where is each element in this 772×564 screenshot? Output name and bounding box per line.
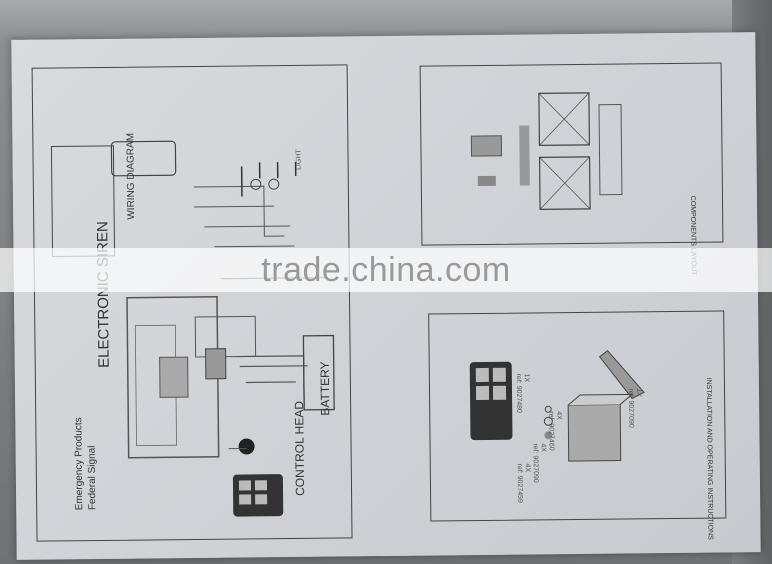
battery-shape: [302, 334, 335, 411]
speaker-shape: [238, 438, 255, 455]
part-1-ref: ref: 9027480: [514, 373, 523, 413]
brand-line-1: Emergency Products: [73, 417, 86, 511]
bracket-image: [598, 350, 645, 400]
wiring-diagram-label: WIRING DIAGRAM: [125, 132, 138, 220]
installation-drawing: [469, 350, 645, 462]
part-4-qty: 4X: [539, 443, 547, 452]
brand-line-2: Federal Signal: [86, 445, 99, 511]
battery-label: BATTERY: [317, 361, 333, 416]
siren-box-image: [567, 404, 622, 462]
installation-panel: INSTALLATION AND OPERATING INSTRUCTIONS …: [428, 310, 727, 540]
part-2-qty: 1X: [634, 388, 643, 397]
part-5-ref: ref: 9027459: [515, 463, 524, 503]
part-2-ref: ref: 9027090: [626, 388, 635, 428]
wiring-diagram-panel: Emergency Products Federal Signal ELECTR…: [31, 64, 353, 542]
wiring-drawing: [50, 140, 335, 517]
part-4-ref: ref: 9027090: [531, 443, 539, 483]
components-layout-panel: COMPONENTS LAYOUT: [419, 62, 724, 275]
light-label: LIGHT: [295, 149, 303, 170]
components-drawing: [470, 92, 623, 210]
wiring-diagram-box: [110, 140, 177, 177]
brand-block: Emergency Products Federal Signal: [72, 417, 99, 510]
part-3-ref: ref: 9027460: [547, 411, 555, 451]
part-3-qty: 4X: [555, 411, 563, 420]
siren-title: ELECTRONIC SIREN: [94, 221, 113, 369]
part-5-qty: 4X: [523, 463, 531, 473]
part-1-qty: 1X: [522, 373, 530, 383]
watermark-band: trade.china.com: [0, 248, 772, 292]
watermark-text: trade.china.com: [261, 250, 511, 289]
instruction-sheet: Emergency Products Federal Signal ELECTR…: [11, 32, 761, 560]
control-head-label: CONTROL HEAD: [292, 400, 308, 496]
